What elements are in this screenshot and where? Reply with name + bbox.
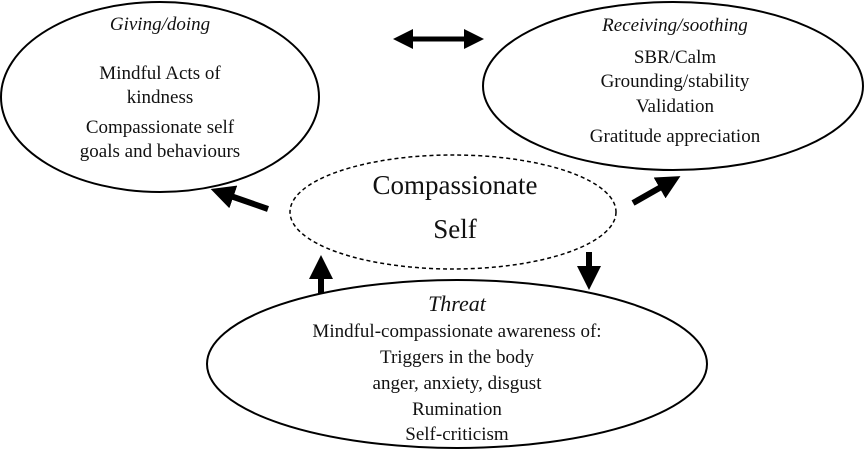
self-line: Self [433, 214, 477, 244]
receiving-line: Grounding/stability [600, 71, 750, 92]
threat-line: anger, anxiety, disgust [372, 373, 542, 394]
receiving-line: Gratitude appreciation [589, 126, 761, 147]
giving-ellipse [0, 1, 320, 193]
threat-line: Rumination [412, 399, 502, 420]
giving-line: Mindful Acts of [99, 63, 221, 84]
self-line: Compassionate [372, 170, 538, 200]
giving-line: Compassionate self [85, 117, 235, 138]
threat-title: Threat [428, 291, 486, 316]
receiving-ellipse [482, 1, 864, 171]
receiving-title: Receiving/soothing [602, 15, 748, 36]
receiving-line: SBR/Calm [633, 47, 717, 68]
threat-line: Self-criticism [405, 424, 509, 445]
receiving-line: Validation [635, 96, 715, 117]
threat-line: Triggers in the body [380, 347, 534, 368]
giving-title: Giving/doing [109, 14, 211, 35]
arrow-to-giving-icon [210, 185, 269, 212]
threat-ellipse [206, 279, 708, 449]
giving-line: kindness [126, 87, 194, 108]
threat-line: Mindful-compassionate awareness of: [312, 321, 602, 342]
compassionate-self-ellipse [289, 154, 617, 270]
giving-line: goals and behaviours [79, 141, 241, 162]
arrow-to-receiving-icon [631, 176, 681, 206]
